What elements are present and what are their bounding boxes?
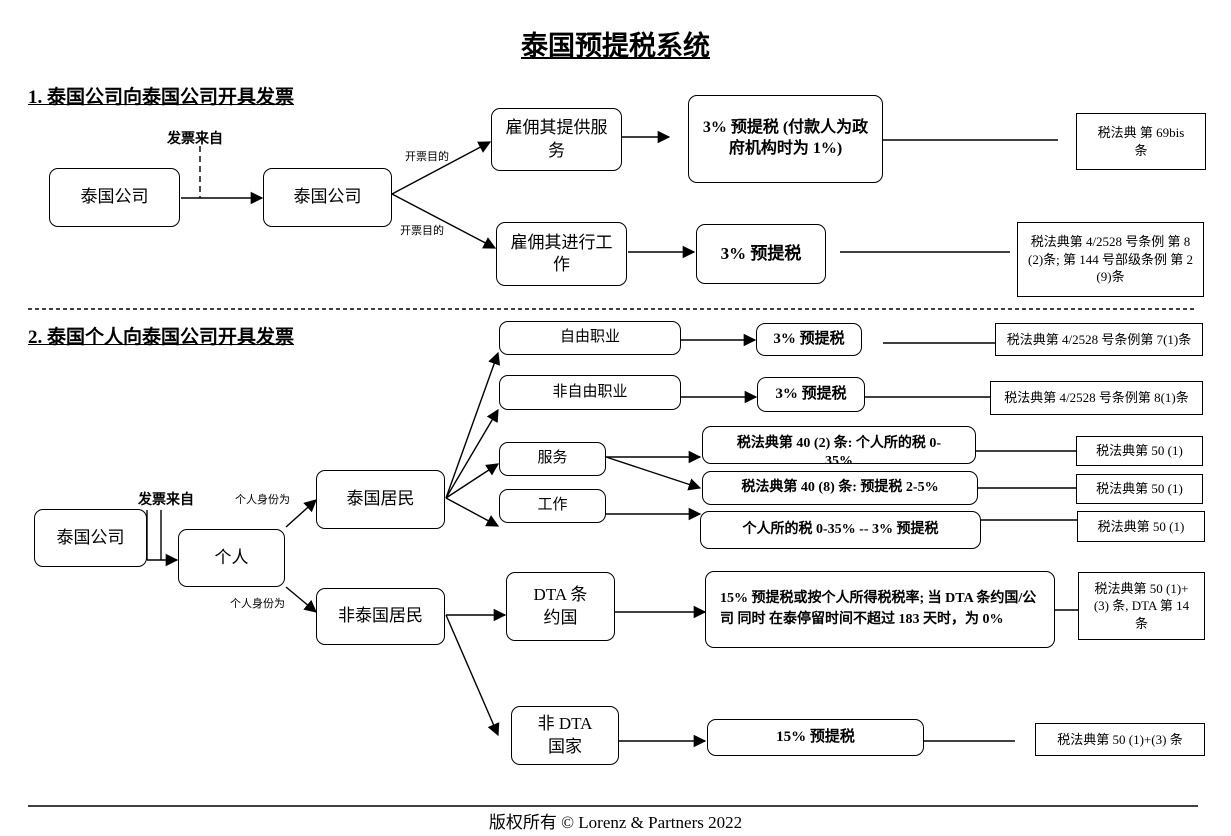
tax-40-2-line: 税法典第 40 (2) 条: 个人所的税 0- [736,436,942,451]
node-work: 工作 [499,489,606,523]
node-dta-country: DTA 条约国 [506,572,615,641]
ref-69bis: 税法典 第 69bis 条 [1076,113,1206,170]
tax-service-box: 3% 预提税 (付款人为政府机构时为 1%) [688,95,883,183]
node-thai-company-target: 泰国公司 [263,168,392,227]
node-hire-work: 雇佣其进行工作 [496,222,627,286]
ref-50-1-3-dta-14: 税法典第 50 (1)+(3) 条, DTA 第 14 条 [1078,572,1205,640]
ref-50-1-3: 税法典第 50 (1)+(3) 条 [1035,723,1205,756]
tax-freelance-box: 3% 预提税 [756,323,862,356]
ref-50-1: 税法典第 50 (1) [1077,511,1205,542]
node-thai-company-source: 泰国公司 [49,168,180,227]
ref-4-2528-7-1: 税法典第 4/2528 号条例第 7(1)条 [995,323,1203,356]
node-freelance: 自由职业 [499,321,681,355]
section-2-heading: 2. 泰国个人向泰国公司开具发票 [28,327,295,348]
node-individual: 个人 [178,529,285,587]
tax-non-dta-box: 15% 预提税 [707,719,924,756]
node-thai-resident: 泰国居民 [316,470,445,529]
tax-40-8-box: 税法典第 40 (8) 条: 预提税 2-5% [702,471,978,505]
node-service: 服务 [499,442,606,476]
tax-dta-box: 15% 预提税或按个人所得税税率; 当 DTA 条约国/公司 同时 在泰停留时间… [705,571,1055,648]
page-title: 泰国预提税系统 [521,31,710,61]
tax-40-2-box: 税法典第 40 (2) 条: 个人所的税 0- 35% [702,426,976,464]
purpose-label: 开票目的 [400,225,444,237]
node-non-dta-country: 非 DTA 国家 [511,706,619,765]
purpose-label: 开票目的 [405,151,449,163]
identity-label: 个人身份为 [230,598,285,610]
node-thai-company-s2: 泰国公司 [34,509,147,567]
tax-40-2-text: 税法典第 40 (2) 条: 个人所的税 0- 35% [736,435,942,464]
tax-work-s2-box: 个人所的税 0-35% -- 3% 预提税 [700,511,981,549]
ref-4-2528-8-1: 税法典第 4/2528 号条例第 8(1)条 [990,381,1203,415]
copyright-footer: 版权所有 © Lorenz & Partners 2022 [488,813,743,832]
ref-50-1: 税法典第 50 (1) [1076,436,1203,466]
invoice-from-label: 发票来自 [138,493,194,508]
invoice-from-label: 发票来自 [167,132,223,147]
node-hire-service: 雇佣其提供服务 [491,108,622,171]
section-1-heading: 1. 泰国公司向泰国公司开具发票 [28,87,295,108]
identity-label: 个人身份为 [235,494,290,506]
tax-non-freelance-box: 3% 预提税 [757,377,865,412]
node-non-thai-resident: 非泰国居民 [316,588,445,645]
ref-50-1: 税法典第 50 (1) [1076,474,1203,504]
tax-40-2-line-cut: 35% [825,454,853,464]
ref-4-2528-8-2: 税法典第 4/2528 号条例 第 8 (2)条; 第 144 号部级条例 第 … [1017,222,1204,297]
tax-work-box: 3% 预提税 [696,224,826,284]
node-non-freelance: 非自由职业 [499,375,681,410]
